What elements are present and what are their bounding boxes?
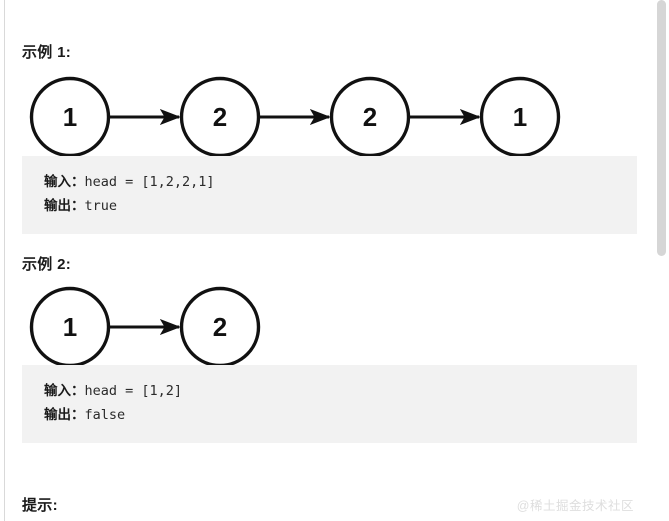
example-1-title: 示例 1: [22, 44, 72, 61]
example-2-code-block: 输入：head = [1,2] 输出：false [22, 365, 637, 443]
watermark: @稀土掘金技术社区 [516, 499, 634, 513]
code-line-output: 输出：false [44, 403, 615, 427]
left-border-rule [4, 0, 5, 521]
linked-list-diagram-example-1: 1 2 2 1 [19, 72, 609, 161]
vertical-scrollbar[interactable] [655, 0, 669, 521]
node-value: 2 [213, 102, 227, 132]
example-2-title: 示例 2: [22, 256, 72, 273]
output-label: 输出： [44, 198, 85, 213]
linked-list-node: 1 [479, 76, 561, 158]
scrollbar-thumb[interactable] [657, 0, 666, 256]
node-value: 2 [363, 102, 377, 132]
input-value: head = [1,2] [84, 383, 183, 399]
code-line-input: 输入：head = [1,2] [44, 379, 615, 403]
linked-list-node: 1 [29, 76, 111, 158]
output-value: true [84, 198, 118, 214]
linked-list-node: 2 [329, 76, 411, 158]
input-value: head = [1,2,2,1] [84, 174, 215, 190]
linked-list-node: 2 [179, 76, 261, 158]
node-value: 2 [213, 312, 227, 342]
node-value: 1 [63, 312, 77, 342]
input-label: 输入： [44, 383, 85, 398]
output-value: false [84, 407, 126, 423]
example-1-code-block: 输入：head = [1,2,2,1] 输出：true [22, 156, 637, 234]
linked-list-diagram-example-2: 1 2 [19, 282, 309, 371]
node-value: 1 [513, 102, 527, 132]
code-line-output: 输出：true [44, 194, 615, 218]
hint-title: 提示: [22, 497, 58, 514]
linked-list-node: 2 [179, 286, 261, 368]
problem-content-pane: 示例 1: 1 2 [5, 0, 656, 521]
output-label: 输出： [44, 407, 85, 422]
linked-list-node: 1 [29, 286, 111, 368]
node-value: 1 [63, 102, 77, 132]
input-label: 输入： [44, 174, 85, 189]
code-line-input: 输入：head = [1,2,2,1] [44, 170, 615, 194]
